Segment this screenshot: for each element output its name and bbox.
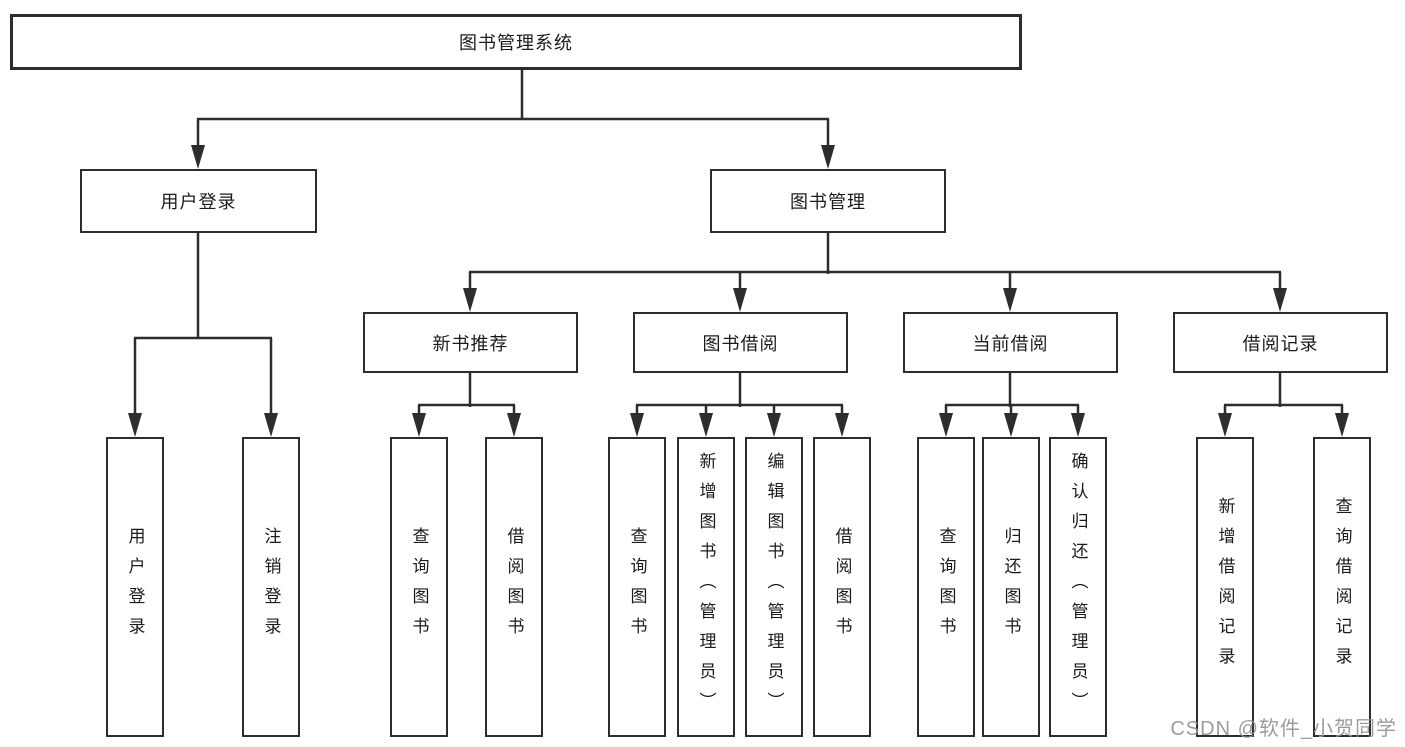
leaf-current-confirm-return-admin-label: 确认归还（管理员）	[1068, 452, 1088, 722]
node-borrow-records-label: 借阅记录	[1242, 333, 1319, 354]
leaf-records-add-record-label: 新增借阅记录	[1215, 497, 1235, 677]
leaf-borrow-add-books-admin: 新增图书（管理员）	[677, 437, 735, 737]
node-user-login-label: 用户登录	[160, 192, 237, 212]
leaf-current-confirm-return-admin: 确认归还（管理员）	[1049, 437, 1107, 737]
leaf-current-query-books-label: 查询图书	[936, 527, 956, 647]
leaf-user-login: 用户登录	[106, 437, 164, 737]
leaf-borrow-query-books-label: 查询图书	[627, 527, 647, 647]
node-book-management: 图书管理	[710, 169, 946, 233]
leaf-records-add-record: 新增借阅记录	[1196, 437, 1254, 737]
leaf-current-query-books: 查询图书	[917, 437, 975, 737]
leaf-newbook-query-books: 查询图书	[390, 437, 448, 737]
node-book-borrow: 图书借阅	[633, 312, 848, 373]
leaf-records-query-record: 查询借阅记录	[1313, 437, 1371, 737]
node-current-borrow: 当前借阅	[903, 312, 1118, 373]
node-current-borrow-label: 当前借阅	[972, 333, 1049, 354]
node-book-borrow-label: 图书借阅	[702, 333, 779, 354]
leaf-borrow-edit-books-admin-label: 编辑图书（管理员）	[764, 452, 784, 722]
leaf-newbook-borrow-books-label: 借阅图书	[504, 527, 524, 647]
leaf-current-return-books: 归还图书	[982, 437, 1040, 737]
leaf-borrow-edit-books-admin: 编辑图书（管理员）	[745, 437, 803, 737]
node-new-book-recommend: 新书推荐	[363, 312, 578, 373]
node-book-management-label: 图书管理	[790, 192, 866, 212]
leaf-newbook-query-books-label: 查询图书	[409, 527, 429, 647]
node-user-login: 用户登录	[80, 169, 317, 233]
leaf-borrow-query-books: 查询图书	[608, 437, 666, 737]
leaf-newbook-borrow-books: 借阅图书	[485, 437, 543, 737]
node-borrow-records: 借阅记录	[1173, 312, 1388, 373]
leaf-user-login-label: 用户登录	[125, 527, 145, 647]
node-library-system-label: 图书管理系统	[459, 33, 573, 53]
leaf-records-query-record-label: 查询借阅记录	[1332, 497, 1352, 677]
leaf-borrow-borrow-books-label: 借阅图书	[832, 527, 852, 647]
leaf-borrow-add-books-admin-label: 新增图书（管理员）	[696, 452, 716, 722]
leaf-current-return-books-label: 归还图书	[1001, 527, 1021, 647]
leaf-logout-label: 注销登录	[261, 527, 281, 647]
node-library-system: 图书管理系统	[10, 14, 1022, 70]
leaf-logout: 注销登录	[242, 437, 300, 737]
leaf-borrow-borrow-books: 借阅图书	[813, 437, 871, 737]
node-new-book-recommend-label: 新书推荐	[432, 333, 509, 354]
